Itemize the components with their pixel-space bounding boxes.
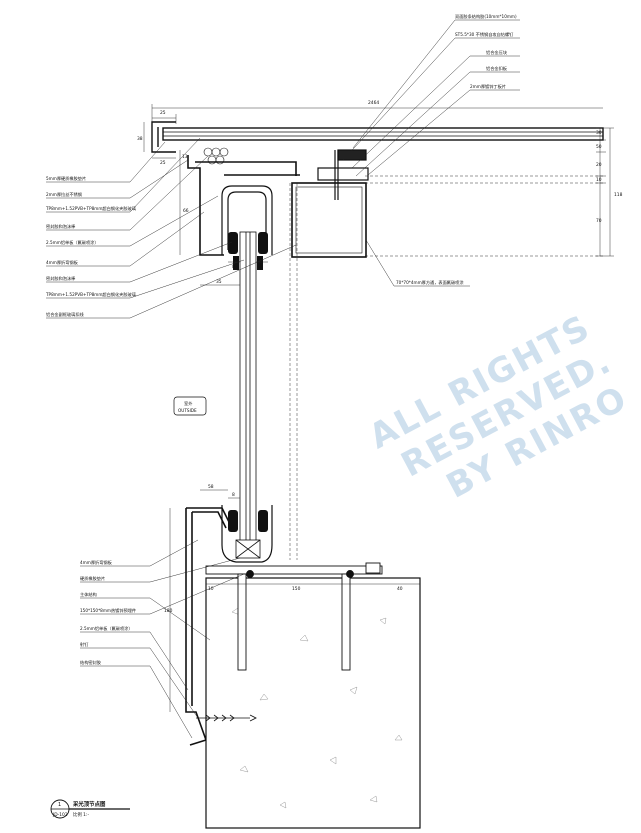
label-left-9: 铝合金副框玻璃扣线 — [46, 311, 85, 318]
label-left-1: 5mm厚硬质橡胶垫片 — [46, 175, 86, 182]
top-edge-profile — [151, 121, 176, 153]
dim-r30: 30 — [596, 130, 602, 136]
dim-8c: 8 — [232, 492, 235, 498]
left-labels-lower: 4mm厚折弯钢板 硬质橡胶垫片 主体结构 150*150*8mm热镀锌预埋件 2… — [80, 559, 136, 666]
aluminium-frame-top — [221, 185, 273, 255]
label-left-8: TP8mm+1.52PVB+TP8mm超白钢化夹胶玻璃 — [45, 291, 136, 298]
outside-en: OUTSIDE — [178, 408, 197, 413]
label-lower-4: 150*150*8mm热镀锌预埋件 — [80, 607, 136, 614]
dim-r10: 10 — [596, 177, 602, 183]
embedded-plate — [205, 562, 383, 671]
detail-number: 1 — [58, 802, 61, 808]
lower-cladding — [185, 507, 233, 746]
label-left-3: TP8mm+1.52PVB+TP8mm超白钢化夹胶玻璃 — [45, 205, 136, 212]
steel-flashing — [187, 155, 300, 256]
label-top-2: ST5.5*30 不锈钢自攻自钻螺钉 — [455, 31, 514, 38]
setting-block — [235, 539, 261, 559]
dim-top-span: 2464 — [368, 100, 379, 106]
dim-40: 40 — [397, 586, 403, 592]
dim-25b: 25 — [160, 160, 166, 166]
label-left-7: 密封胶和泡沫棒 — [46, 275, 76, 282]
label-left-4: 密封胶和泡沫棒 — [46, 223, 76, 230]
extension-lines — [289, 175, 603, 560]
pressure-plate — [317, 149, 369, 200]
dim-10: 10 — [208, 586, 214, 592]
dim-r20: 20 — [596, 162, 602, 168]
label-top-5: 2mm厚镀锌丁板片 — [470, 83, 506, 90]
label-lower-6: 射钉 — [80, 641, 89, 648]
left-labels-upper: 5mm厚硬质橡胶垫片 2mm厚拉丝不锈钢 TP8mm+1.52PVB+TP8mm… — [45, 175, 136, 318]
dim-38: 38 — [137, 136, 143, 142]
vertical-glass — [239, 231, 257, 553]
foam-rod-top — [203, 147, 229, 165]
top-labels: 双面胶条结构胶(10mm*10mm) ST5.5*30 不锈钢自攻自钻螺钉 铝合… — [455, 13, 517, 90]
dim-25a: 25 — [160, 110, 166, 116]
dim-8b: 8 — [259, 264, 262, 270]
shot-nail — [196, 714, 257, 722]
drawing-scale: 比例 1:- — [73, 811, 89, 818]
label-lower-1: 4mm厚折弯钢板 — [80, 559, 113, 566]
label-lower-5: 2.5mm铝单板（氟碳喷涂） — [80, 625, 133, 632]
steel-square-tube — [291, 182, 367, 258]
label-top-1: 双面胶条结构胶(10mm*10mm) — [455, 13, 517, 20]
dim-r70: 70 — [596, 218, 602, 224]
label-left-2: 2mm厚拉丝不锈钢 — [46, 191, 82, 198]
outside-cn: 室外 — [184, 400, 193, 407]
drawing-title: 采光顶节点图 — [72, 800, 106, 808]
sheet-number: JD-102 — [52, 812, 68, 818]
dim-150: 150 — [292, 586, 301, 592]
dim-r118: 118 — [614, 192, 623, 198]
dim-35: 35 — [216, 279, 222, 285]
dim-180: 180 — [164, 608, 173, 614]
dim-66: 66 — [183, 208, 189, 214]
label-lower-7: 结构密封胶 — [80, 659, 101, 666]
title-block: 1 JD-102 采光顶节点图 比例 1:- — [50, 799, 130, 819]
label-left-5: 2.5mm铝单板（氟碳喷涂） — [46, 239, 99, 246]
skylight-glass — [162, 127, 604, 141]
leader-lines — [46, 19, 520, 739]
label-right-tube: 70*70*4mm厚方通，表面氟碳喷涂 — [396, 279, 464, 286]
dim-13: 13 — [182, 154, 188, 160]
dimension-lines — [143, 104, 614, 712]
label-lower-3: 主体结构 — [80, 591, 97, 598]
outside-tag: 室外 OUTSIDE — [173, 396, 207, 416]
aluminium-frame-bottom — [221, 505, 273, 563]
dim-58: 58 — [208, 484, 214, 490]
dimension-texts: 2464 25 38 25 13 66 35 8 8 58 8 10 150 4… — [137, 100, 623, 614]
dim-8a: 8 — [232, 264, 235, 270]
glass-gasket-top — [228, 232, 268, 270]
label-left-6: 4mm厚折弯钢板 — [46, 259, 79, 266]
dim-r50: 50 — [596, 144, 602, 150]
label-lower-2: 硬质橡胶垫片 — [80, 575, 105, 582]
label-top-3: 铝合金压块 — [486, 49, 508, 56]
label-top-4: 铝合金扣板 — [486, 65, 508, 72]
watermark: ALL RIGHTS RESERVED. BY RINRO — [363, 307, 635, 507]
